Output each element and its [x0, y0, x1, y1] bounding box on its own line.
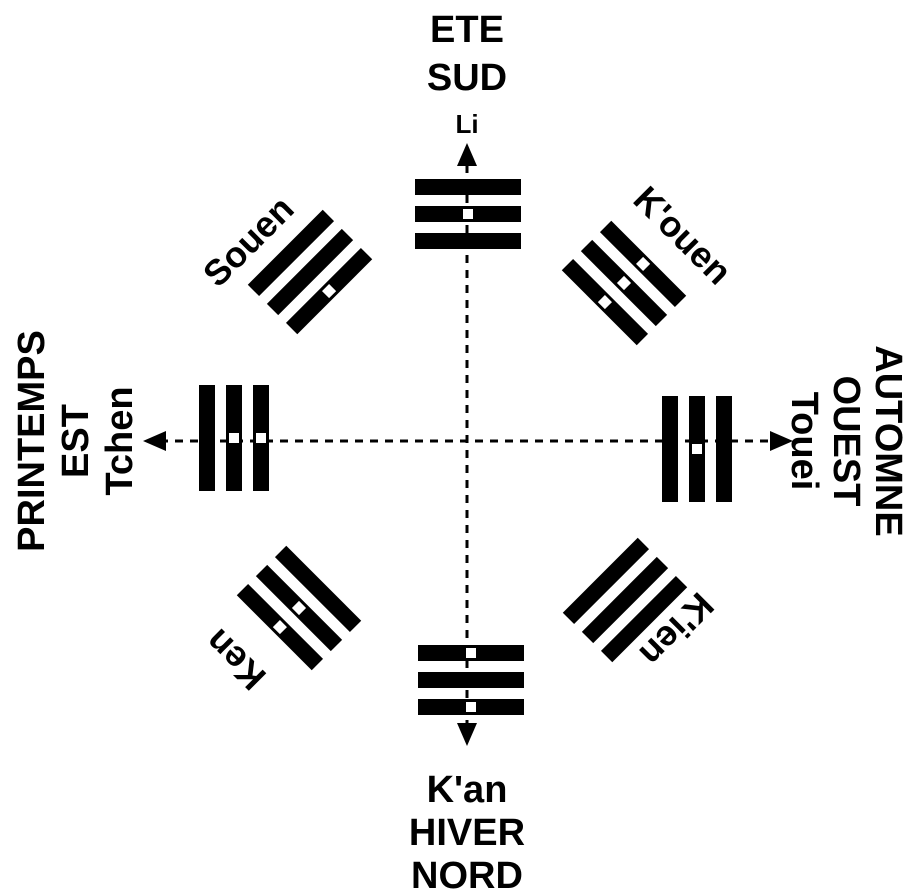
southeast-trigram-label: K'ouen: [626, 178, 740, 292]
yin-mark: [466, 702, 476, 712]
north-season-label: HIVER: [409, 812, 525, 854]
yang-line: [415, 233, 521, 249]
yang-line: [716, 396, 732, 502]
yang-line: [266, 228, 354, 316]
yin-mark: [256, 433, 266, 443]
southwest-trigram-label: Ken: [197, 621, 274, 698]
yang-line: [600, 575, 688, 663]
arrow-up-icon: [457, 143, 477, 166]
yang-line: [662, 396, 678, 502]
yin-mark: [229, 433, 239, 443]
north-trigram-label: K'an: [427, 769, 508, 811]
yin-mark: [466, 648, 476, 658]
yang-line: [581, 556, 669, 644]
trigram-li: [415, 179, 521, 249]
trigram-kan: [418, 645, 524, 715]
yang-line: [274, 545, 362, 633]
yang-line: [199, 385, 215, 491]
trigram-ken: [236, 545, 362, 671]
arrow-left-icon: [143, 431, 166, 451]
northwest-trigram-label: K'ien: [632, 585, 722, 675]
south-season-label: ETE: [430, 9, 504, 51]
south-trigram-label: Li: [455, 109, 478, 139]
west-direction-label: OUEST: [825, 376, 867, 507]
yin-mark: [463, 209, 473, 219]
yin-mark: [291, 600, 307, 616]
trigram-kien: [562, 537, 688, 663]
arrow-down-icon: [457, 723, 477, 746]
yang-line: [247, 209, 335, 297]
west-season-label: AUTOMNE: [867, 345, 909, 536]
south-direction-label: SUD: [427, 57, 507, 99]
yang-line: [415, 179, 521, 195]
north-direction-label: NORD: [411, 855, 523, 892]
yang-line: [418, 672, 524, 688]
yang-line: [562, 537, 650, 625]
yin-mark: [616, 275, 632, 291]
trigram-kouen: [561, 220, 687, 346]
trigram-tchen: [199, 385, 269, 491]
arrow-right-icon: [770, 431, 793, 451]
trigram-souen: [247, 209, 373, 335]
east-trigram-label: Tchen: [99, 386, 141, 495]
east-direction-label: EST: [55, 404, 97, 478]
west-trigram-label: Touei: [783, 392, 825, 491]
east-season-label: PRINTEMPS: [11, 330, 53, 552]
yin-mark: [692, 444, 702, 454]
trigram-touei: [662, 396, 732, 502]
northeast-trigram-label: Souen: [195, 188, 302, 295]
